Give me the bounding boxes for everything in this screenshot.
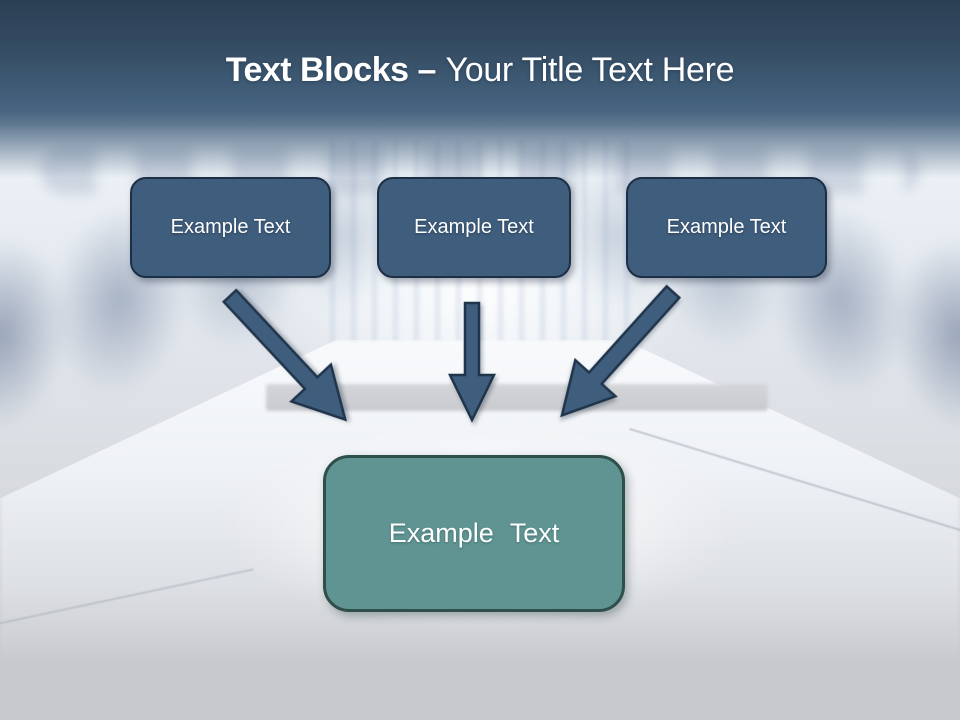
header-band bbox=[0, 0, 960, 178]
text-block-3-label: Example Text bbox=[666, 216, 787, 238]
result-block-label: Example Text bbox=[388, 518, 560, 548]
table-far-edge bbox=[266, 384, 768, 411]
title-bold-part: Text Blocks bbox=[225, 51, 409, 89]
text-block-3: Example Text bbox=[626, 177, 827, 278]
text-block-1-label: Example Text bbox=[170, 216, 291, 238]
result-block: Example Text bbox=[323, 455, 625, 612]
text-block-2: Example Text bbox=[377, 177, 571, 278]
slide-title: Text Blocks–Your Title Text Here bbox=[0, 50, 960, 90]
text-block-1: Example Text bbox=[130, 177, 331, 278]
title-regular-part: Your Title Text Here bbox=[445, 51, 735, 89]
text-block-2-label: Example Text bbox=[414, 216, 534, 238]
title-separator: – bbox=[417, 51, 437, 89]
